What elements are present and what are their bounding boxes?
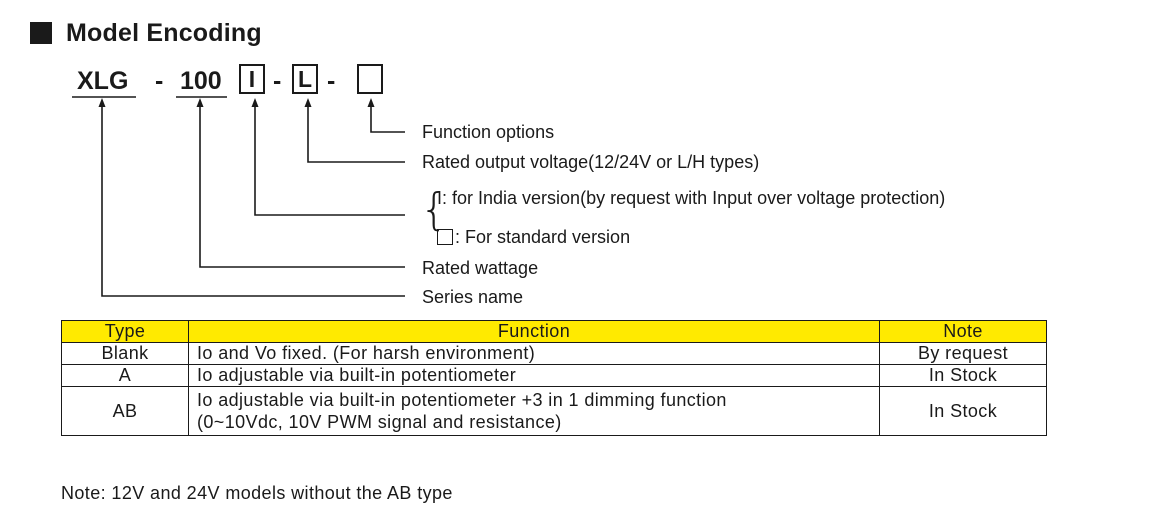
wattage-code: 100 [180, 67, 222, 95]
function-table: Type Function Note Blank Io and Vo fixed… [61, 320, 1047, 436]
header-function: Function [188, 320, 880, 343]
curly-brace-icon: { [420, 184, 448, 235]
function-options-label: Function options [422, 122, 555, 142]
page-title: Model Encoding [66, 18, 262, 47]
version-leader [254, 104, 405, 216]
table-row: A Io adjustable via built-in potentiomet… [61, 364, 1047, 387]
arrow-up-icon [196, 98, 204, 107]
table-row: Blank Io and Vo fixed. (For harsh enviro… [61, 342, 1047, 365]
type-cell: AB [61, 386, 189, 436]
function-line: (0~10Vdc, 10V PWM signal and resistance) [197, 412, 562, 432]
version-code-box: I [239, 64, 265, 94]
code-dash: - [327, 67, 336, 95]
india-version-label: I: for India version(by request with Inp… [437, 188, 946, 208]
code-dash: - [273, 67, 282, 95]
standard-version-label: : For standard version [455, 227, 631, 247]
leader-lines [72, 96, 405, 297]
type-cell: A [61, 364, 189, 387]
rated-output-voltage-label: Rated output voltage(12/24V or L/H types… [422, 152, 760, 172]
rated-wattage-label: Rated wattage [422, 258, 539, 278]
table-header-row: Type Function Note [61, 320, 1047, 343]
note-cell: In Stock [879, 364, 1047, 387]
series-leader [101, 104, 405, 297]
function-line: Io adjustable via built-in potentiometer… [197, 390, 727, 410]
standard-version-line: : For standard version [437, 226, 630, 248]
note-cell: By request [879, 342, 1047, 365]
arrow-up-icon [367, 98, 375, 107]
function-cell: Io and Vo fixed. (For harsh environment) [188, 342, 880, 365]
section-heading: Model Encoding [30, 18, 262, 48]
function-leader [370, 104, 405, 133]
voltage-leader [307, 104, 405, 163]
model-code-diagram: XLG - 100 I - L - [0, 0, 1161, 120]
table-row: AB Io adjustable via built-in potentiome… [61, 386, 1047, 436]
square-bullet-icon [30, 22, 52, 44]
series-name-label: Series name [422, 287, 524, 307]
note-cell: In Stock [879, 386, 1047, 436]
code-dash: - [155, 67, 164, 95]
header-type: Type [61, 320, 189, 343]
arrow-up-icon [304, 98, 312, 107]
footnote: Note: 12V and 24V models without the AB … [61, 483, 453, 503]
arrow-up-icon [251, 98, 259, 107]
function-code-box [357, 64, 383, 94]
empty-box-icon [437, 229, 453, 245]
function-cell: Io adjustable via built-in potentiometer… [188, 386, 880, 436]
wattage-leader [199, 104, 405, 268]
type-cell: Blank [61, 342, 189, 365]
series-code: XLG [77, 67, 129, 95]
voltage-code-box: L [292, 64, 318, 94]
header-note: Note [879, 320, 1047, 343]
arrow-up-icon [98, 98, 106, 107]
function-cell: Io adjustable via built-in potentiometer [188, 364, 880, 387]
